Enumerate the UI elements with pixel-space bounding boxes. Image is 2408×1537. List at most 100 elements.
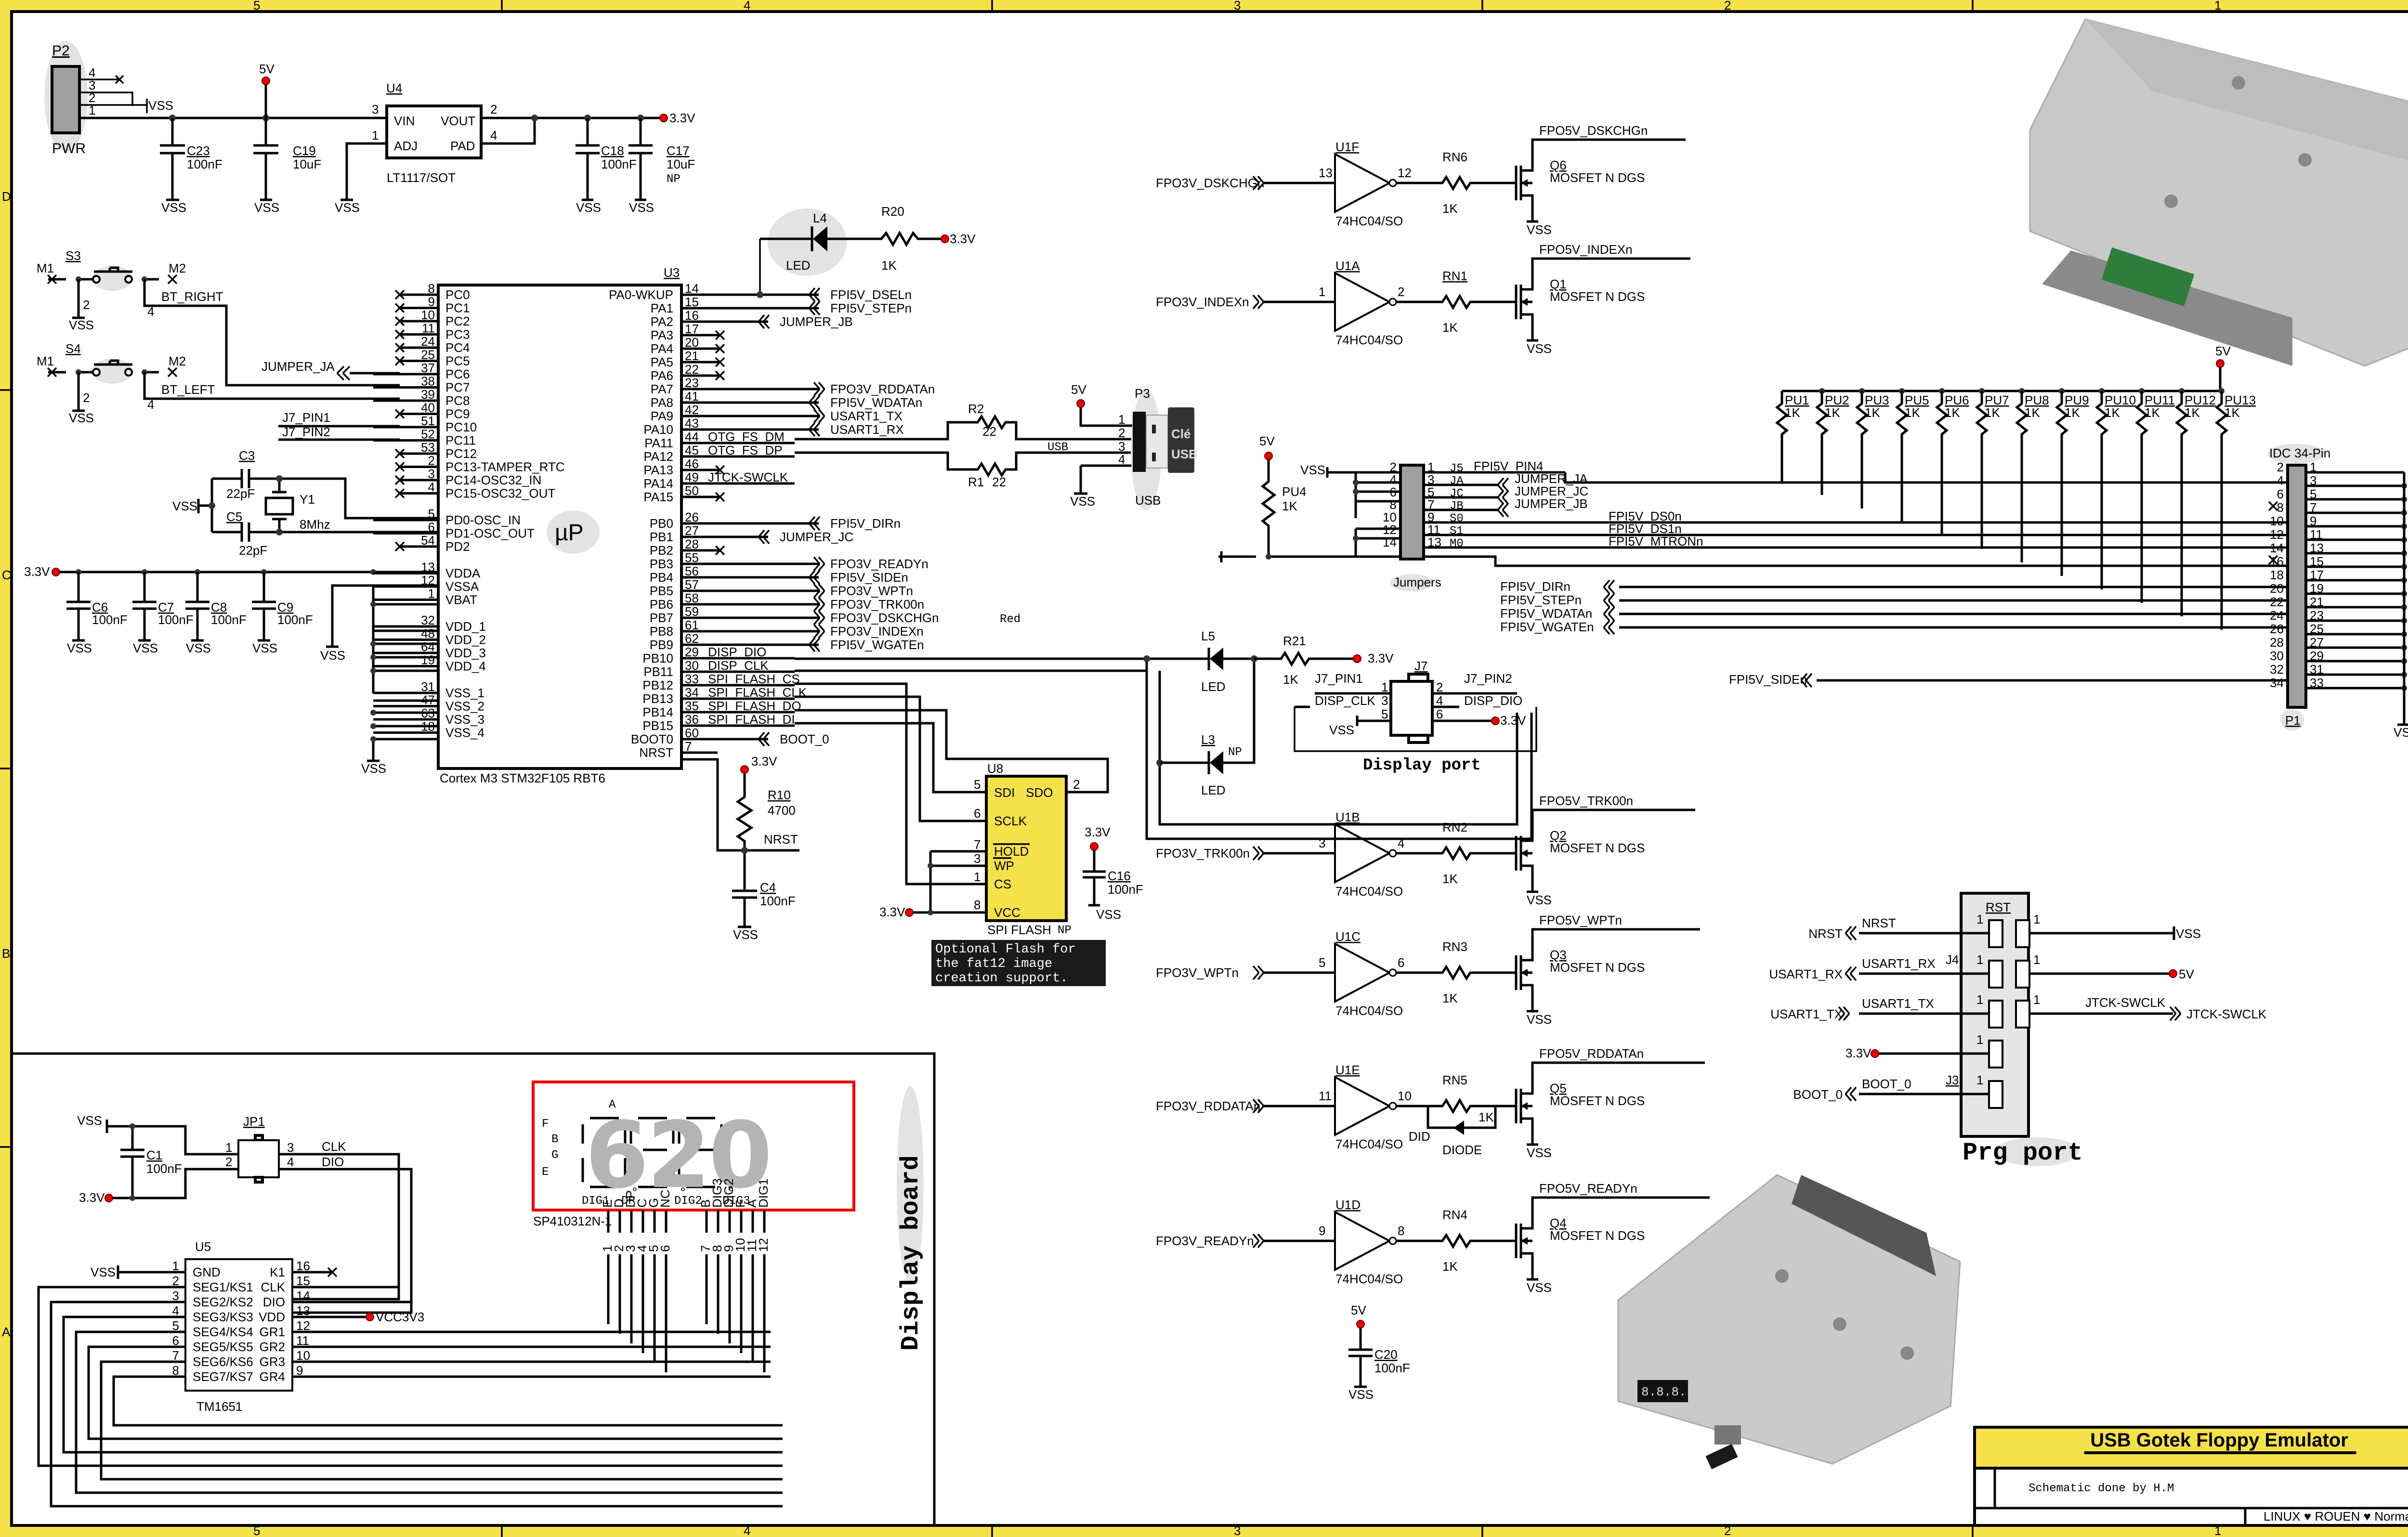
u5-pin-name: DIO <box>263 1295 285 1309</box>
prg-pin: 1 <box>1976 1073 1983 1087</box>
mcu-pin-name: PB2 <box>650 543 673 558</box>
mcu-pin-name: PA2 <box>651 314 673 329</box>
buffer-part: 74HC04/SO <box>1335 333 1403 347</box>
mcu-net-label: FPI5V_WDATAn <box>830 395 922 410</box>
prg-left-ext: BOOT_0 <box>1793 1087 1843 1102</box>
p2-label: PWR <box>52 141 86 156</box>
r21-value: 1K <box>1283 672 1298 687</box>
u4-pin: ADJ <box>394 139 418 153</box>
led-color-note: Red <box>1000 613 1021 626</box>
mcu-pin-name: PB15 <box>642 718 673 733</box>
prg-right-ext: VSS <box>2176 926 2201 941</box>
mcu-pin-name: VSS_3 <box>445 712 484 727</box>
3v3-label: 3.3V <box>879 905 905 919</box>
prg-port-title: Prg port <box>1963 1139 2083 1167</box>
frame-col-label: 1 <box>2214 0 2221 13</box>
c19-ref: C19 <box>293 143 316 158</box>
mcu-pin-num: 14 <box>685 281 699 296</box>
c1-ref: C1 <box>146 1148 162 1162</box>
mcu-pin-name: PB12 <box>642 678 673 692</box>
idc-pin: 12 <box>2270 527 2284 542</box>
u4-pin: PAD <box>450 139 475 153</box>
idc-ref: P1 <box>2285 713 2301 728</box>
spi-flash-u8: 3.3V U8 SDI SDO SCLK HOLD WP CS VCC 5 6 … <box>795 682 1143 986</box>
seg-pin-name: DIG2 <box>721 1178 736 1208</box>
pullup-value: 1K <box>2145 405 2160 420</box>
jp1-pin: 3 <box>287 1140 294 1155</box>
mcu-pin-name: BOOT0 <box>631 732 673 746</box>
p3-ref: P3 <box>1135 386 1150 401</box>
prg-j4: J4 <box>1946 952 1959 967</box>
buffer-pin: 11 <box>1319 1089 1332 1103</box>
mcu-pin-name: PC12 <box>445 446 477 461</box>
mosfet-part: MOSFET N DGS <box>1550 841 1645 855</box>
frame-col-label: 5 <box>253 0 260 13</box>
mcu-net-label: USART1_TX <box>830 409 903 423</box>
prg-left-net: USART1_RX <box>1862 956 1936 971</box>
u8-pin-num: 1 <box>974 870 981 884</box>
mcu-pin-num: 11 <box>422 321 435 336</box>
mosfet-part: MOSFET N DGS <box>1550 960 1645 975</box>
pullup-value: 1K <box>1985 405 2000 420</box>
jumper-pin: 8 <box>1390 497 1397 512</box>
y1-freq: 8Mhz <box>300 517 330 532</box>
prg-left-ext: USART1_TX <box>1770 1007 1843 1021</box>
seg-pin-name: B <box>698 1199 713 1208</box>
usb-bus-label: USB <box>1047 441 1068 454</box>
u5-pin-name: GND <box>193 1265 221 1279</box>
u5-pin-name: SEG7/KS7 <box>193 1369 253 1384</box>
mcu-pin-name: PB14 <box>642 705 673 719</box>
u8-pin-num: 3 <box>974 851 981 866</box>
buffer-rv: 1K <box>1442 991 1458 1005</box>
vss-label: VSS <box>172 499 197 513</box>
prg-pin: 1 <box>2033 952 2040 967</box>
usb-section: R2 22 R1 22 USB 5V VSS P3 1 2 3 4 USB Cl… <box>795 382 1198 510</box>
jp1-pin: 4 <box>287 1155 294 1169</box>
mcu-pin-num: 57 <box>685 577 699 592</box>
digit-label: DP <box>621 1195 635 1208</box>
seg-pin-num: 11 <box>745 1239 759 1252</box>
r20-ref: R20 <box>881 204 904 219</box>
mcu-pin-num: 9 <box>428 295 435 309</box>
j7-net1b: DISP_CLK <box>1315 693 1375 708</box>
buffer-part: 74HC04/SO <box>1335 214 1403 228</box>
jp1-ref: JP1 <box>243 1114 265 1129</box>
mcu-pin-name: PB11 <box>643 664 673 679</box>
mcu-pin-num: 4 <box>428 480 435 495</box>
mcu-pin-name: PB4 <box>650 570 673 585</box>
3v3-label: 3.3V <box>751 754 777 768</box>
p2-pin-label: 3 <box>89 78 95 92</box>
vss-label: VSS <box>1348 1387 1374 1402</box>
u4-regulator <box>385 104 483 159</box>
button-m2: M2 <box>169 354 186 368</box>
p2-ref: P2 <box>52 43 70 59</box>
idc-pin: 22 <box>2270 595 2284 609</box>
u5-pin-num: 2 <box>172 1274 179 1288</box>
u5-pin-num: 6 <box>172 1333 179 1348</box>
buffer-rn: RN1 <box>1442 269 1467 283</box>
mcu-net-label: FPI5V_WGATEn <box>830 638 924 652</box>
mcu-net-label: DISP_DIO <box>708 645 766 659</box>
u4-pin-num: 4 <box>490 128 497 143</box>
frame-row-label: C <box>2 568 11 582</box>
u5-pin-name: GR3 <box>260 1355 285 1369</box>
r20-value: 1K <box>881 258 897 273</box>
mcu-pin-num: 47 <box>421 693 435 707</box>
crystal-y1 <box>264 496 294 516</box>
button-pin: 2 <box>83 298 90 312</box>
mcu-pin-name: PA3 <box>651 328 673 342</box>
u8-pin: SDO <box>1026 785 1053 800</box>
buffer-ref: U1B <box>1335 810 1360 824</box>
mcu-pin-name: PA7 <box>651 382 673 396</box>
mcu-pin-num: 12 <box>421 573 435 587</box>
mcu-net-label: SPI_FLASH_CLK <box>708 685 807 700</box>
frame-col-label: 2 <box>1724 0 1731 13</box>
button-ref: S3 <box>65 248 81 263</box>
jumper-pin: 10 <box>1383 510 1397 524</box>
mosfet-part: MOSFET N DGS <box>1550 1094 1645 1108</box>
vss-label: VSS <box>133 641 158 655</box>
usb-connector <box>1133 412 1146 472</box>
seg-letter: E <box>542 1166 549 1179</box>
